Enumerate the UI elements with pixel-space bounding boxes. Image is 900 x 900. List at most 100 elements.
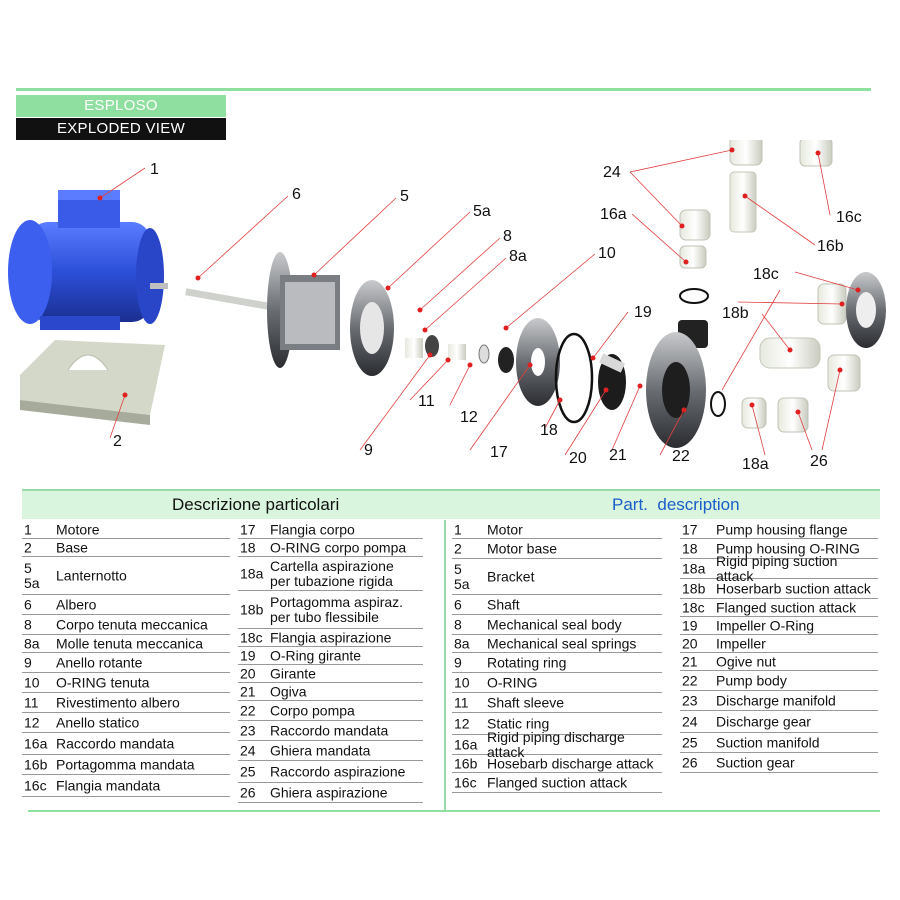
part-description: Raccordo mandata (270, 722, 389, 738)
part-number: 18a (682, 560, 706, 576)
part-description: Portagomma mandata (56, 756, 195, 772)
callout-22: 22 (672, 448, 690, 465)
part-number: 2 (24, 539, 32, 555)
callout-18a: 18a (742, 456, 769, 470)
callout-5: 5 (400, 188, 409, 205)
part-description: Ghiera aspirazione (270, 784, 388, 800)
part-number: 17 (682, 521, 698, 537)
part-number: 22 (240, 702, 256, 718)
motor (8, 190, 168, 330)
legend-title-en-word: description (657, 495, 740, 514)
part-number: 18b (682, 580, 706, 596)
part-number: 16c (454, 774, 477, 790)
part-number: 11 (454, 694, 469, 710)
part-number: 12 (24, 714, 40, 730)
part-description: Impeller (716, 635, 766, 651)
discharge-attacks (679, 140, 833, 304)
legend-row: 18 O-RING corpo pompa (238, 539, 423, 557)
part-description: Ghiera mandata (270, 742, 371, 758)
part-description: Flangia aspirazione (270, 629, 392, 645)
header-esploso: ESPLOSO (16, 95, 226, 117)
callout-10: 10 (598, 245, 616, 262)
part-number: 16a (24, 735, 48, 751)
legend-row: 11 Shaft sleeve (452, 693, 662, 713)
part-description: Anello rotante (56, 654, 143, 670)
part-number: 24 (682, 713, 698, 729)
header-exploded-view: EXPLODED VIEW (16, 118, 226, 140)
part-number: 24 (240, 742, 256, 758)
legend-divider (444, 520, 446, 810)
part-description: Flangia mandata (56, 777, 161, 793)
callout-18: 18 (540, 422, 558, 439)
legend-header: Descrizione particolari Part. descriptio… (22, 489, 880, 519)
part-description: Discharge manifold (716, 692, 836, 708)
part-description: Shaft sleeve (487, 694, 565, 710)
part-description: Hoserbarb suction attack (716, 580, 871, 596)
callout-19: 19 (634, 304, 652, 321)
legend-title-en-prefix: Part. (612, 495, 648, 514)
impeller (598, 353, 626, 410)
exploded-diagram: 1 2 5 5a 6 8 8a 9 10 11 12 16a 16b 16c 1… (8, 140, 886, 470)
part-number: 23 (240, 722, 256, 738)
legend-row: 10 O-RING tenuta (22, 673, 230, 693)
part-number: 10 (24, 674, 40, 690)
part-number: 18 (240, 539, 256, 555)
callout-9: 9 (364, 442, 373, 459)
part-number: 18b (240, 601, 264, 617)
part-number: 25 (682, 734, 698, 750)
part-description: Raccordo aspirazione (270, 763, 406, 779)
part-number: 18c (240, 629, 263, 645)
callout-20: 20 (569, 450, 587, 467)
header-rule (16, 88, 871, 91)
bracket (267, 252, 394, 376)
part-description: Hosebarb discharge attack (487, 755, 654, 771)
part-number: 1 (24, 521, 32, 537)
part-description: O-RING tenuta (56, 674, 150, 690)
seal-parts (405, 335, 514, 373)
part-number: 6 (454, 596, 462, 612)
part-description: Portagomma aspiraz. per tubo flessibile (270, 593, 404, 625)
part-description: O-RING corpo pompa (270, 539, 407, 555)
part-description: Static ring (487, 715, 550, 731)
callout-16c: 16c (836, 209, 862, 226)
part-description: Pump housing O-RING (716, 540, 860, 556)
part-number: 23 (682, 692, 698, 708)
part-number: 18a (240, 565, 264, 581)
part-description: Albero (56, 596, 97, 612)
part-description: Corpo pompa (270, 702, 355, 718)
part-number: 10 (454, 674, 470, 690)
part-description: Corpo tenuta meccanica (56, 616, 208, 632)
callout-6: 6 (292, 186, 301, 203)
legend-row: 23 Discharge manifold (680, 691, 878, 711)
part-number: 8a (24, 635, 40, 651)
part-description: Suction manifold (716, 734, 820, 750)
pump-housing-flange (516, 318, 560, 406)
part-description: Mechanical seal body (487, 616, 622, 632)
pump-housing-o-ring (554, 332, 594, 424)
pump-body (646, 320, 708, 448)
part-number: 18c (682, 599, 705, 615)
part-description: Bracket (487, 568, 535, 584)
